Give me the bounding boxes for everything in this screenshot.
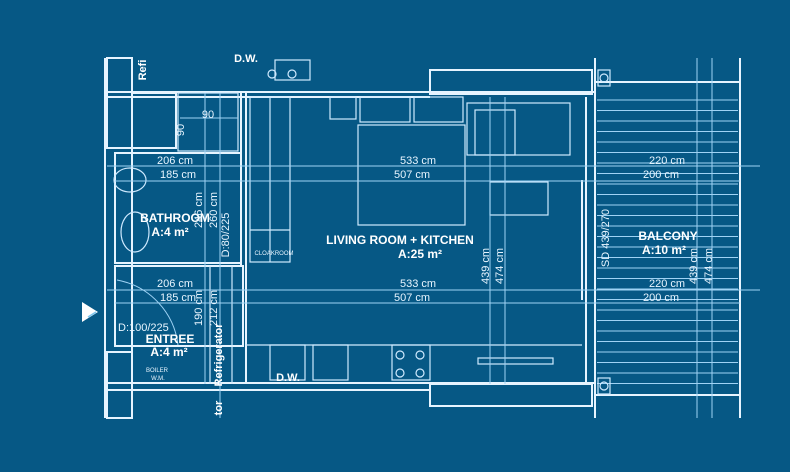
living-room-name: LIVING ROOM + KITCHEN bbox=[326, 233, 474, 247]
living-room-area: A:25 m² bbox=[398, 247, 442, 261]
dim-text: 439 cm bbox=[688, 248, 700, 284]
refrigerator-label-top: Refi bbox=[137, 60, 149, 81]
dishwasher-label: D.W. bbox=[276, 372, 300, 384]
balcony-slats bbox=[597, 99, 738, 384]
dim-text: 190 cm bbox=[193, 290, 205, 326]
dim-text: 90 bbox=[175, 124, 187, 136]
dim-text: 206 cm bbox=[157, 278, 193, 290]
washing-machine-label: W.M. bbox=[151, 376, 165, 382]
dim-text: 507 cm bbox=[394, 169, 430, 181]
refrigerator-label-bottom: tor bbox=[213, 400, 225, 415]
dim-text: 533 cm bbox=[400, 278, 436, 290]
bathroom-name: BATHROOM bbox=[140, 211, 210, 225]
dim-text: 474 cm bbox=[703, 248, 715, 284]
dim-text: D:80/225 bbox=[220, 213, 232, 258]
refrigerator-label: Refrigerator bbox=[213, 323, 225, 387]
entree-name: ENTREE bbox=[146, 332, 195, 346]
dim-text: 220 cm bbox=[649, 155, 685, 167]
hatched-walls bbox=[106, 57, 593, 419]
cloakroom-label: CLOAKROOM bbox=[254, 251, 293, 257]
dim-text: D:100/225 bbox=[118, 322, 169, 334]
dim-text: 507 cm bbox=[394, 292, 430, 304]
play-button[interactable] bbox=[80, 300, 100, 324]
balcony-name: BALCONY bbox=[638, 229, 697, 243]
dim-text: 246 cm bbox=[193, 192, 205, 228]
dim-text: 185 cm bbox=[160, 169, 196, 181]
dim-text: 220 cm bbox=[649, 278, 685, 290]
dim-text: 185 cm bbox=[160, 292, 196, 304]
dim-text: 206 cm bbox=[157, 155, 193, 167]
dim-text: 200 cm bbox=[643, 292, 679, 304]
dim-text: 533 cm bbox=[400, 155, 436, 167]
dim-text: 474 cm bbox=[494, 248, 506, 284]
dishwasher-label-top: D.W. bbox=[234, 53, 258, 65]
boiler-label: BOILER bbox=[146, 368, 169, 374]
furniture bbox=[113, 59, 582, 381]
dim-text: 200 cm bbox=[643, 169, 679, 181]
dim-text: SD 439/270 bbox=[600, 209, 612, 267]
dim-text: 212 cm bbox=[208, 290, 220, 326]
entree-area: A:4 m² bbox=[150, 345, 187, 359]
bathroom-area: A:4 m² bbox=[151, 225, 188, 239]
play-icon bbox=[82, 302, 98, 322]
balcony-area: A:10 m² bbox=[642, 243, 686, 257]
dim-text: 439 cm bbox=[480, 248, 492, 284]
dim-text: 90 bbox=[202, 109, 214, 121]
dimension-lines bbox=[107, 58, 760, 418]
walls bbox=[104, 58, 741, 418]
dim-text: 260 cm bbox=[208, 192, 220, 228]
